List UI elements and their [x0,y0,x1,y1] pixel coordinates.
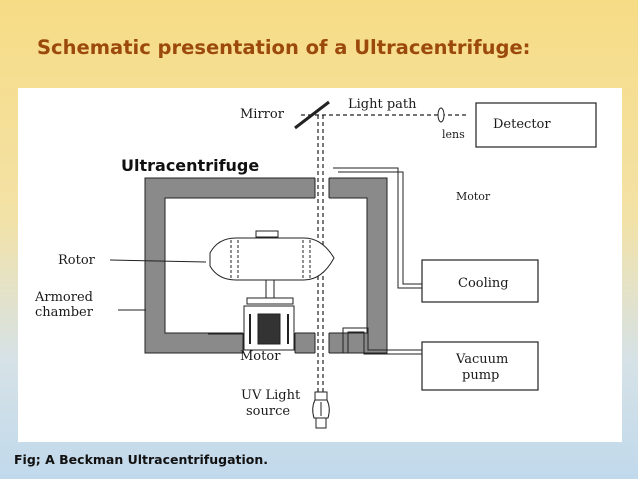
label-armored-chamber-line1: Armored [34,290,93,305]
label-light-path: Light path [348,97,417,112]
label-cooling: Cooling [458,276,509,291]
label-armored-chamber-line2: chamber [35,305,94,320]
uv-lamp [312,391,330,429]
label-vacuum-line1: Vacuum [455,352,508,367]
label-lens: lens [442,128,465,141]
vacuum-pump [421,341,539,391]
diagram-heading: Ultracentrifuge [121,156,259,175]
rotor [209,230,335,305]
label-motor-bottom: Motor [240,349,281,364]
figure-caption: Fig; A Beckman Ultracentrifugation. [14,452,269,467]
outer-connections [333,167,422,355]
detector [475,102,597,148]
slide-title: Schematic presentation of a Ultracentrif… [37,36,531,59]
label-motor-top: Motor [456,190,491,203]
label-detector: Detector [493,117,551,132]
label-uv-light-line2: source [246,404,290,419]
ultracentrifuge-schematic: Mirror Light path lens Detector Ultracen… [18,88,622,442]
label-uv-light-line1: UV Light [241,388,301,403]
cooling-unit [421,259,539,303]
lens [437,107,445,123]
mirror [294,100,330,130]
label-vacuum-line2: pump [462,368,499,383]
motor [243,305,295,351]
label-rotor: Rotor [58,253,96,268]
pointer-lines [109,259,244,335]
label-mirror: Mirror [240,107,285,122]
